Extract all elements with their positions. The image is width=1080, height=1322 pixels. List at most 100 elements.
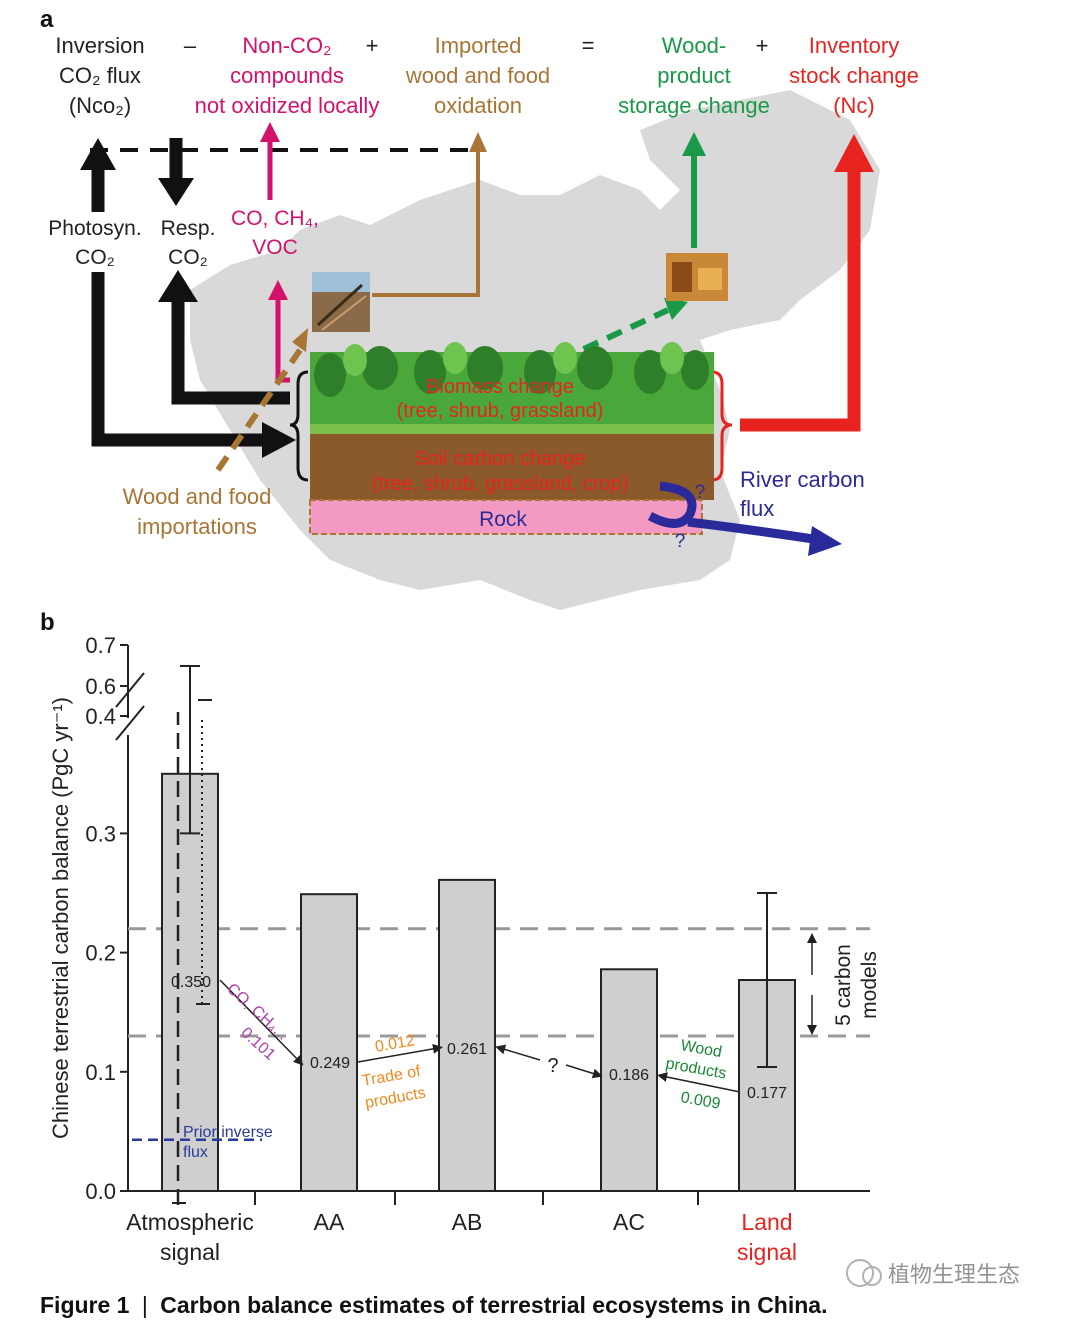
watermark: 植物生理生态	[846, 1259, 1020, 1287]
river-question-1: ?	[695, 482, 706, 503]
river-label-2: flux	[740, 496, 774, 521]
equation: Inversion CO₂ flux (Nco₂) – Non-CO₂ comp…	[55, 33, 918, 118]
panel-b: b 0.00.10.20.30.40.60.70.3500.2490.2610.…	[40, 609, 881, 1265]
trade-label-2: products	[364, 1085, 427, 1112]
wood-import-label-1: Wood and food	[123, 484, 272, 509]
gases-source-arrowhead	[268, 280, 288, 300]
timber-photo	[312, 272, 370, 332]
resp-label-1: Resp.	[161, 217, 216, 240]
svg-text:Figure 1 | Carbon: Figure 1 | Carbon balance estimates of t…	[40, 1292, 827, 1318]
figure-caption: Figure 1 | Carbon balance estimates of t…	[40, 1292, 827, 1318]
wood-products-label-1: Wood	[679, 1037, 723, 1061]
x-category-label: Land	[741, 1209, 792, 1235]
wood-val-label: 0.009	[679, 1089, 721, 1113]
imported-oxidation-arrowhead	[469, 132, 487, 152]
caption-separator: |	[142, 1292, 148, 1318]
rock-label: Rock	[479, 508, 527, 531]
models-label-1: 5 carbon	[832, 944, 855, 1026]
axis-break-mark	[115, 672, 145, 708]
eq-imported-1: Imported	[435, 33, 522, 58]
inventory-up-arrowhead	[834, 134, 874, 172]
gases-label-2: VOC	[252, 236, 298, 259]
eq-inversion-1: Inversion	[55, 33, 144, 58]
eq-plus-1: +	[366, 33, 379, 58]
models-label-2: models	[858, 951, 881, 1019]
y-axis-label: Chinese terrestrial carbon balance (PgC …	[48, 697, 73, 1139]
bar-3	[600, 968, 658, 1193]
x-category-label: signal	[737, 1239, 797, 1265]
panel-b-letter: b	[40, 609, 55, 636]
panel-a: a Inversion CO₂ flux (Nco₂) – Non-CO₂ co…	[40, 6, 919, 610]
arrow-land-to-ac	[657, 1072, 741, 1093]
resp-output-line	[171, 300, 290, 405]
eq-inventory-2: stock change	[789, 63, 919, 88]
y-tick-label: 0.6	[85, 674, 116, 699]
rock-layer	[309, 499, 703, 535]
y-tick-label: 0.7	[85, 633, 116, 658]
resp-label-2: CO₂	[168, 246, 208, 269]
wood-product-dashed-arrow	[558, 307, 670, 363]
arrow-atm-to-aa	[219, 979, 304, 1066]
eq-nonco2-1: Non-CO₂	[242, 33, 331, 58]
y-tick-label: 0.2	[85, 941, 116, 966]
eq-minus: –	[184, 33, 197, 58]
import-dashed-arrowhead	[292, 328, 308, 352]
eq-inventory-3: (Nc)	[833, 93, 875, 118]
eq-wood-2: product	[657, 63, 730, 88]
furniture-photo	[666, 253, 728, 301]
river-flux-arrowhead	[808, 526, 842, 556]
arrow-aa-to-ab	[357, 1043, 443, 1063]
wood-product-up-arrowhead	[682, 132, 706, 156]
river-question-2: ?	[675, 531, 686, 552]
eq-wood-3: storage change	[618, 93, 770, 118]
question-label: ?	[547, 1055, 558, 1077]
arrow-q-to-ab	[495, 1044, 541, 1061]
inventory-brace	[711, 370, 733, 482]
trade-val-label: 0.012	[374, 1032, 416, 1056]
eq-nonco2-3: not oxidized locally	[195, 93, 380, 118]
bar-value-label: 0.249	[310, 1055, 350, 1072]
vegetation-layer	[310, 342, 714, 434]
biomass-label-2: (tree, shrub, grassland)	[397, 400, 604, 422]
axis-break-mark	[115, 705, 145, 741]
photosyn-input-line	[91, 272, 268, 447]
x-category-label: Atmospheric	[126, 1209, 254, 1235]
gases-up-arrowhead	[260, 122, 280, 142]
soil-label-2: (tree, shrub, grassland, crop)	[372, 473, 629, 495]
eq-nonco2-2: compounds	[230, 63, 344, 88]
prior-label-2: flux	[183, 1144, 208, 1161]
x-category-label: signal	[160, 1239, 220, 1265]
x-category-label: AC	[613, 1209, 645, 1235]
eq-inventory-1: Inventory	[809, 33, 900, 58]
eq-equals: =	[582, 33, 595, 58]
y-tick-label: 0.1	[85, 1060, 116, 1085]
bar-1	[300, 893, 358, 1193]
soil-layer	[310, 432, 714, 500]
black-flux-arrows	[91, 138, 290, 447]
photosyn-label-1: Photosyn.	[48, 217, 141, 240]
photosyn-up-arrowhead	[80, 138, 116, 170]
gases-label-1: CO, CH₄,	[231, 207, 319, 230]
bar-2	[438, 878, 496, 1192]
caption-label: Figure 1	[40, 1292, 130, 1318]
caption-text: Carbon balance estimates of terrestrial …	[160, 1292, 827, 1318]
imported-oxidation-line	[372, 148, 480, 297]
watermark-text: 植物生理生态	[888, 1262, 1020, 1287]
watermark-icon	[846, 1259, 874, 1287]
river-flux-arrow	[647, 481, 821, 545]
wood-import-label-2: importations	[137, 514, 257, 539]
y-tick-label: 0.3	[85, 821, 116, 846]
eq-inversion-2: CO₂ flux	[59, 63, 141, 88]
arrow-q-to-ac	[565, 1064, 603, 1079]
y-tick-label: 0.4	[85, 704, 116, 729]
prior-label-1: Prior inverse	[183, 1124, 273, 1141]
y-tick-label: 0.0	[85, 1179, 116, 1204]
biomass-label-1: Biomass change	[426, 376, 574, 398]
bar-value-label: 0.186	[609, 1067, 649, 1084]
x-category-label: AB	[452, 1209, 483, 1235]
bar-chart: 0.00.10.20.30.40.60.70.3500.2490.2610.18…	[85, 633, 870, 1265]
eq-imported-3: oxidation	[434, 93, 522, 118]
soil-label-1: Soil carbon change	[414, 448, 585, 470]
x-category-label: AA	[314, 1209, 345, 1235]
photosyn-right-arrowhead	[262, 422, 296, 458]
